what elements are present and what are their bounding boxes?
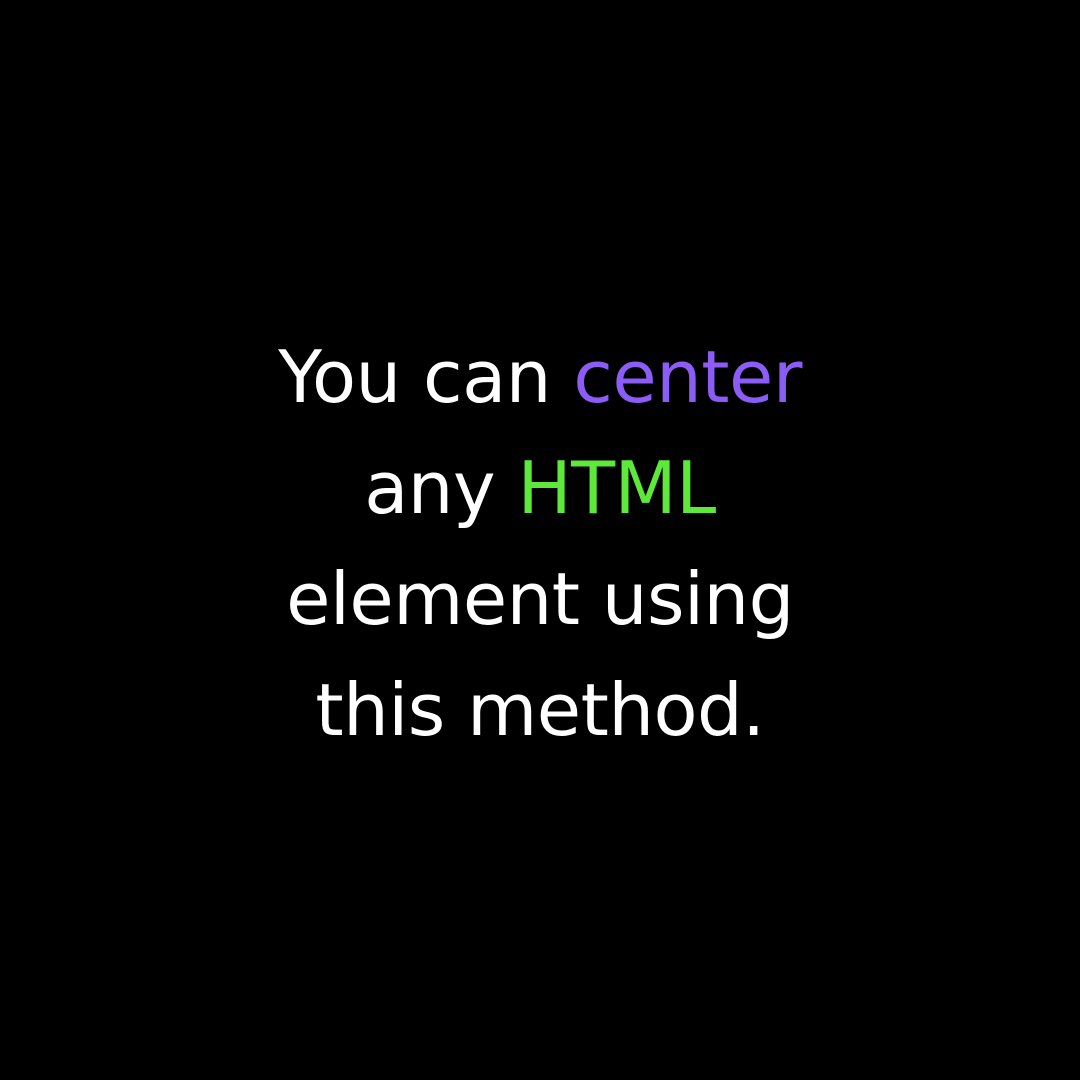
line-2-text: any: [364, 446, 518, 530]
highlight-html: HTML: [517, 446, 716, 530]
line-1-text: You can: [278, 335, 574, 419]
message-line-3: element using: [286, 557, 794, 641]
message-line-2: any HTML: [278, 433, 802, 544]
headline-message: You can center any HTML element using th…: [278, 322, 802, 766]
message-line-4: this method.: [315, 668, 765, 752]
highlight-center: center: [573, 335, 802, 419]
message-line-1: You can center: [278, 322, 802, 433]
